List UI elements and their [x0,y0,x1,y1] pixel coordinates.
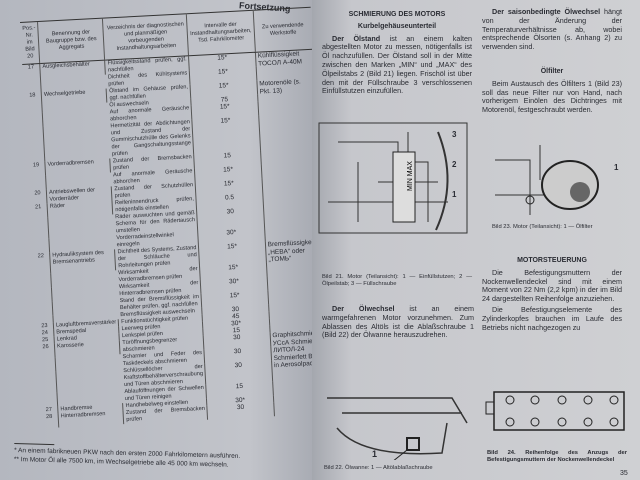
assembly-name: Hydrauliksystem des Bremsenantriebs [49,249,119,323]
footnote-rule [14,443,55,446]
paragraph-cylinder-head: Die Befestigungselemente des Zylinderkop… [482,304,622,332]
text: ist an einem kalten abgestellten Motor z… [322,33,472,96]
fig23-label: 1 [614,163,619,172]
material: Kühlflüssigkeit TOCOЛ A-40M [255,49,315,81]
col-assembly: Benennung der Baugruppe bzw. des Aggrega… [37,18,106,64]
right-column: Der saisonbedingte Ölwechsel hängt von d… [482,7,622,117]
position-number: 19 [32,162,40,169]
col-material: Zu verwendende Werkstoffe [252,7,313,53]
label-3: 3 [452,130,457,139]
figure-23-caption: Bild 23. Motor (Teilansicht): 1 — Ölfilt… [492,224,593,230]
label-2: 2 [452,160,457,169]
assembly-name: Vorderradbremsen [44,158,112,190]
right-page: SCHMIERUNG DES MOTORS Kurbelgehäuseunter… [312,0,640,480]
text: ist an einem warmgefahrenen Motor vorzun… [322,304,474,340]
figure-24-cylinder-head [485,391,625,431]
heading-crankcase: Kurbelgehäuseunterteil [357,22,437,30]
text: hängt von der Änderung der Temperaturver… [482,7,622,52]
label-1: 1 [452,190,457,199]
motor-control-section: MOTORSTEUERUNG Die Befestigungsmuttern d… [482,254,622,334]
position-number: 20 [34,190,41,197]
footnotes: * An einem fabrikneuen PKW nach den erst… [14,443,241,470]
figure-22-oil-pan [327,397,468,460]
interval-value: 15* [192,115,261,155]
left-page: Fortsetzung Pos.-Nr. im Bild 20 Benennun… [0,0,332,480]
assembly-name: Karosserie [54,340,123,407]
paragraph-oil-filter: Beim Austausch des Ölfilters 1 (Bild 23)… [482,78,622,115]
interval-value: 30 [207,402,275,420]
paragraph-oil-level: Der Ölstand ist an einem kalten abgestel… [322,33,472,97]
dipstick-marks: MIN MAX [407,161,414,191]
assembly-name: Räder [47,200,115,253]
heading-motor-control: MOTORSTEUERUNG [517,257,587,264]
page-number: 35 [620,470,628,477]
fig22-label: 1 [372,449,378,459]
work-item: Zustand der Bremsbacken prüfen [123,405,208,425]
figure-23-oil-filter [495,145,599,215]
assembly-name: Ausgleichsbehälter [39,60,107,92]
bold-lead: Der Ölwechsel [332,304,395,313]
material: Motorenöle (s. Pkt. 13) [256,77,318,151]
col-interval: Intervalle der Instandhaltungsarbeiten, … [186,10,256,56]
position-number: 28 [45,413,53,421]
bold-lead: Der Ölstand [332,33,381,43]
work-item: Hermetizität der Abdichtungen und Zustan… [110,119,192,158]
col-pos: Pos.-Nr. im Bild 20 [20,21,40,65]
col-work: Verzeichnis der diagnostischen und planm… [102,13,189,61]
bold-lead: Der saisonbedingte Ölwechsel [492,7,601,16]
assembly-name: Hinterradbremsen [58,410,125,428]
left-column: SCHMIERUNG DES MOTORS Kurbelgehäuseunter… [322,8,472,98]
material [260,147,320,179]
fig21-labels: 3 2 1 [452,120,456,210]
figure-24-caption: Bild 24. Reihenfolge des Anzugs der Befe… [487,450,627,463]
paragraph-seasonal: Der saisonbedingte Ölwechsel hängt von d… [482,7,622,52]
figure-21-engine: MIN MAX [318,122,468,234]
heading-oil-filter: Ölfilter [540,67,564,75]
position-number: 17 [27,64,35,71]
assembly-name: Wechselgetriebe [41,88,111,162]
heading-lubrication: SCHMIERUNG DES MOTORS [348,11,446,18]
paragraph-oil-change: Der Ölwechsel ist an einem warmgefahrene… [322,304,474,342]
maintenance-table: Pos.-Nr. im Bild 20 Benennung der Baugru… [20,7,332,429]
figure-21-caption: Bild 21. Motor (Teilansicht): 1 — Einfül… [322,274,472,287]
figure-22-caption: Bild 22. Ölwanne: 1 — Altölablaßschraube [324,465,433,471]
paragraph-torque: Die Befestigungsmuttern der Nockenwellen… [482,267,622,304]
